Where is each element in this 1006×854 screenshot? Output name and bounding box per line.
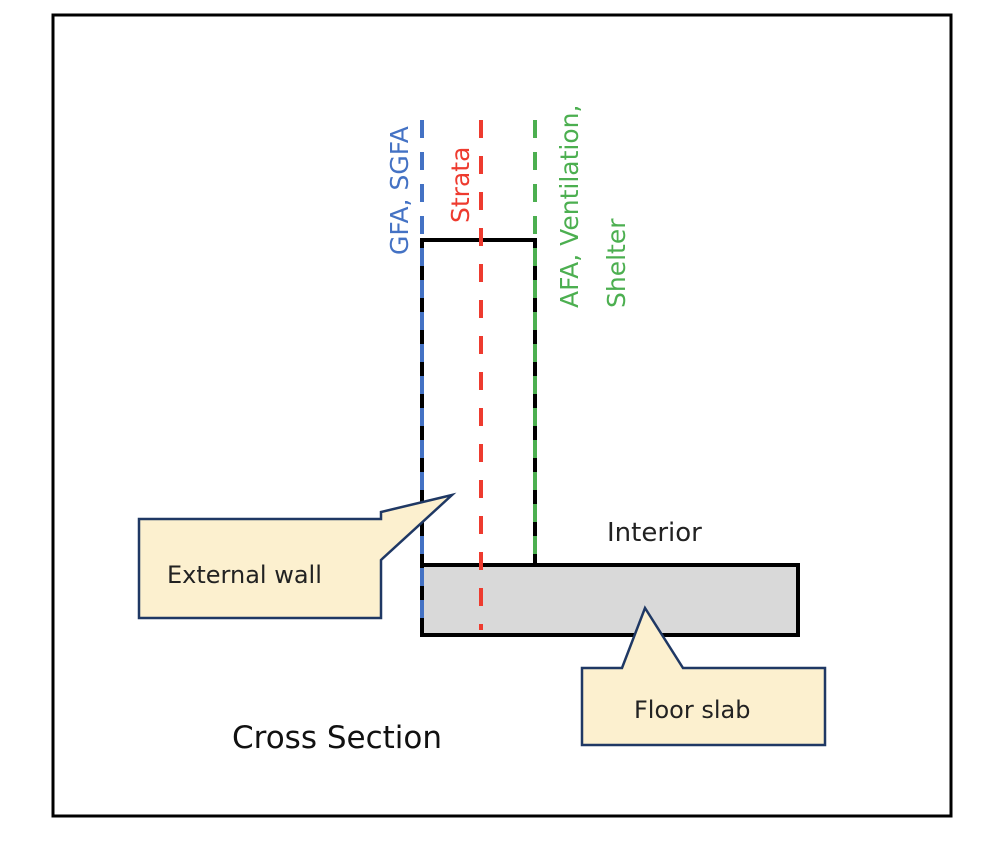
afa-label-line1: AFA, Ventilation,	[555, 105, 584, 308]
floor-slab-callout-text: Floor slab	[634, 696, 750, 724]
gfa-label: GFA, SGFA	[385, 126, 414, 255]
interior-label: Interior	[607, 518, 702, 548]
floor-slab-callout	[580, 605, 827, 747]
wall-outline	[420, 238, 537, 565]
strata-label: Strata	[446, 147, 475, 223]
external-wall-callout	[137, 492, 457, 620]
afa-label-line2: Shelter	[602, 218, 631, 308]
floor-slab	[420, 563, 800, 637]
external-wall-callout-text: External wall	[167, 561, 322, 589]
outer-frame	[51, 13, 953, 818]
diagram-title: Cross Section	[232, 720, 442, 756]
